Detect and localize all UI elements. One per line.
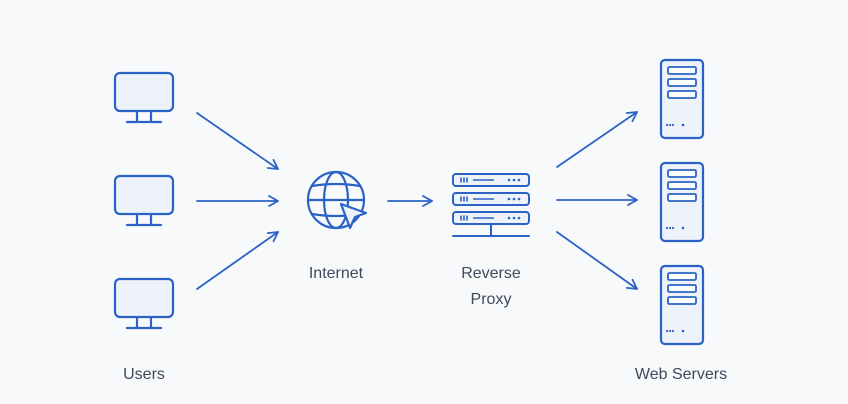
server-tower-icon bbox=[659, 161, 705, 243]
users-to-internet-arrows bbox=[196, 112, 279, 290]
server-rack-icon bbox=[452, 173, 530, 237]
globe-cursor-icon bbox=[306, 170, 368, 230]
internet-label: Internet bbox=[308, 265, 364, 282]
web-server-1 bbox=[659, 58, 705, 140]
monitor-icon bbox=[113, 277, 175, 330]
server-tower-icon bbox=[659, 264, 705, 346]
arrow-proxy-to-server3 bbox=[556, 231, 638, 290]
user-monitor-1 bbox=[113, 71, 175, 124]
web-server-2 bbox=[659, 161, 705, 243]
user-monitor-2 bbox=[113, 174, 175, 227]
proxy-to-servers-arrows bbox=[556, 111, 638, 290]
web-server-3 bbox=[659, 264, 705, 346]
users-label: Users bbox=[123, 366, 165, 383]
server-tower-icon bbox=[659, 58, 705, 140]
monitor-icon bbox=[113, 71, 175, 124]
user-monitor-3 bbox=[113, 277, 175, 330]
arrow-user1-to-internet bbox=[196, 112, 279, 170]
proxy-label: Reverse Proxy bbox=[441, 261, 541, 313]
web-servers-label: Web Servers bbox=[634, 366, 728, 383]
arrow-user3-to-internet bbox=[196, 231, 279, 290]
proxy-label-line1: Reverse bbox=[461, 265, 521, 282]
proxy-label-line2: Proxy bbox=[470, 291, 512, 308]
monitor-icon bbox=[113, 174, 175, 227]
arrow-proxy-to-server1 bbox=[556, 111, 638, 168]
